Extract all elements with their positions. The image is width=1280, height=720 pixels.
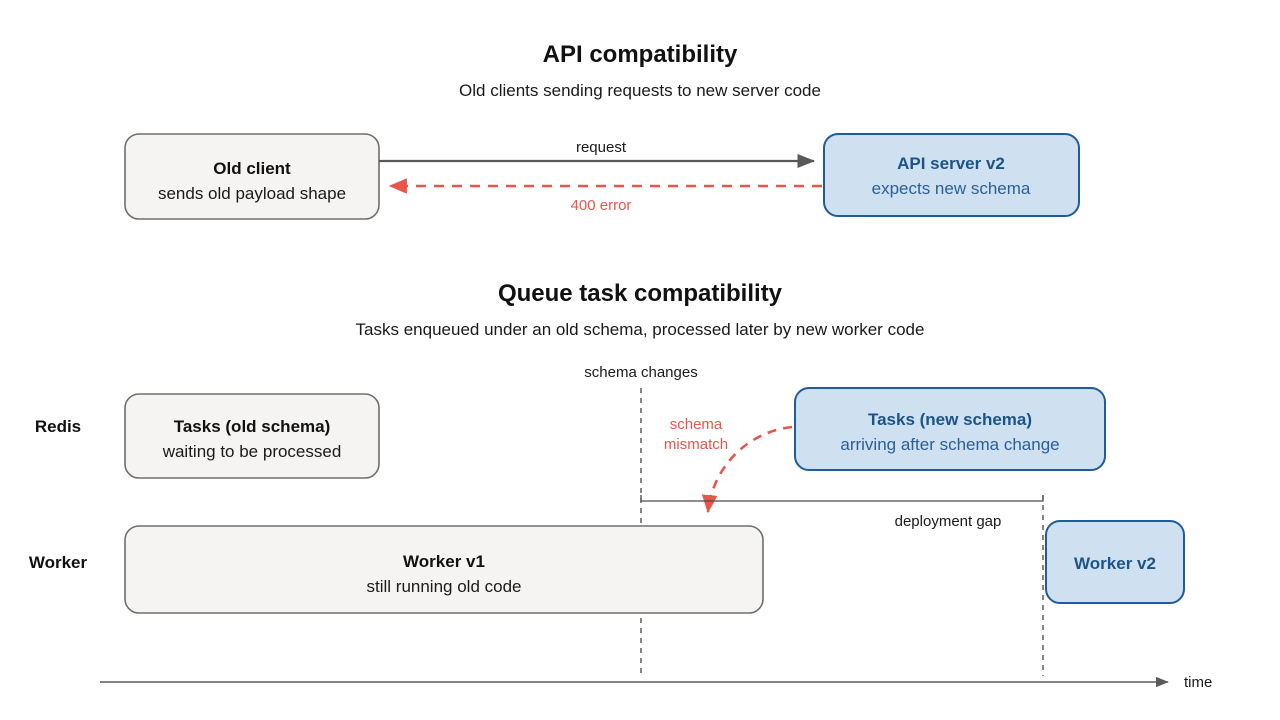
node-tasks-old-schema-title: Tasks (old schema) <box>174 417 331 436</box>
edge-schema-mismatch-label-line2: mismatch <box>664 436 728 453</box>
edge-request: request <box>379 139 816 169</box>
node-worker-v2[interactable]: Worker v2 <box>1045 520 1185 604</box>
edge-schema-mismatch-curve <box>701 425 793 514</box>
node-worker-v2-title: Worker v2 <box>1074 554 1156 573</box>
marker-schema-change: schema changes <box>584 364 698 676</box>
node-tasks-new-schema-title: Tasks (new schema) <box>868 410 1032 429</box>
node-tasks-old-schema[interactable]: Tasks (old schema) waiting to be process… <box>124 393 380 479</box>
node-api-server-v2-subtitle: expects new schema <box>872 179 1031 198</box>
section-title-api-compatibility: API compatibility <box>543 41 738 68</box>
node-worker-v2-box <box>1045 520 1185 604</box>
node-tasks-new-schema[interactable]: Tasks (new schema) arriving after schema… <box>794 387 1106 471</box>
node-api-server-v2[interactable]: API server v2 expects new schema <box>823 133 1080 217</box>
edge-400-error-label: 400 error <box>571 197 632 214</box>
node-tasks-old-schema-box <box>124 393 380 479</box>
marker-schema-change-label: schema changes <box>584 364 697 381</box>
edge-schema-mismatch-label-line1: schema <box>670 416 723 433</box>
section-subtitle-queue-task-compatibility: Tasks enqueued under an old schema, proc… <box>356 320 925 339</box>
marker-deployment-gap-bracket <box>640 495 1044 502</box>
edge-400-error: 400 error <box>388 178 822 214</box>
edge-schema-mismatch: schema mismatch <box>664 416 793 514</box>
edge-request-label: request <box>576 139 627 156</box>
node-tasks-new-schema-subtitle: arriving after schema change <box>840 435 1059 454</box>
node-api-server-v2-title: API server v2 <box>897 154 1005 173</box>
node-old-client[interactable]: Old client sends old payload shape <box>124 133 380 220</box>
node-old-client-box <box>124 133 380 220</box>
section-title-queue-task-compatibility: Queue task compatibility <box>498 280 783 307</box>
node-tasks-new-schema-box <box>794 387 1106 471</box>
section-subtitle-api-compatibility: Old clients sending requests to new serv… <box>459 81 821 100</box>
node-worker-v1-subtitle: still running old code <box>367 577 522 596</box>
node-worker-v1-box <box>124 525 764 614</box>
node-tasks-old-schema-subtitle: waiting to be processed <box>162 442 342 461</box>
node-worker-v1-title: Worker v1 <box>403 552 485 571</box>
node-worker-v1[interactable]: Worker v1 still running old code <box>124 525 764 614</box>
node-api-server-v2-box <box>823 133 1080 217</box>
time-axis-label: time <box>1184 674 1212 691</box>
lane-label-worker: Worker <box>29 553 88 572</box>
marker-deployment-gap: deployment gap <box>640 495 1044 530</box>
node-old-client-subtitle: sends old payload shape <box>158 184 346 203</box>
time-axis: time <box>100 674 1212 691</box>
node-old-client-title: Old client <box>213 159 291 178</box>
lane-label-redis: Redis <box>35 417 81 436</box>
marker-deployment-gap-label: deployment gap <box>895 513 1002 530</box>
